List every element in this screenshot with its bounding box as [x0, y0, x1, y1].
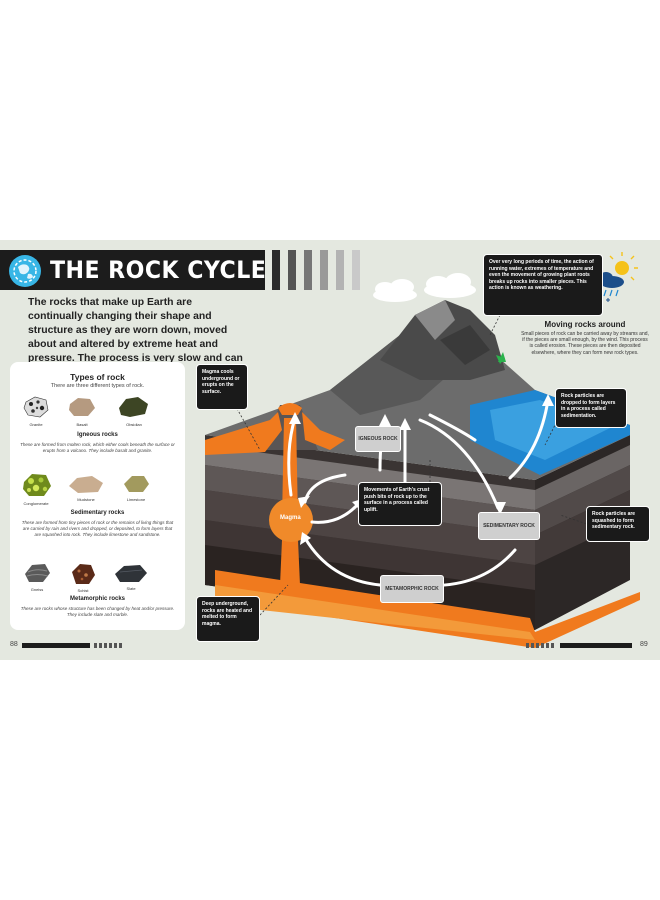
plant-icon	[496, 352, 506, 364]
title-stripes	[272, 250, 392, 290]
schist-rock-image	[72, 564, 95, 584]
rock-label-gneiss: Gneiss	[30, 587, 44, 592]
rock-label-basalt: Basalt	[76, 422, 88, 427]
page-title: THE ROCK CYCLE	[50, 256, 267, 284]
igneous-heading: Igneous rocks	[77, 432, 118, 438]
right-page-number: 89	[640, 641, 648, 648]
obsidian-rock-image	[119, 397, 148, 417]
moving-rocks-heading: Moving rocks around	[544, 320, 626, 329]
types-heading: Types of rock	[70, 372, 125, 382]
title-bar: THE ROCK CYCLE	[0, 250, 267, 290]
rock-label-obsidian: Obsidian	[126, 422, 142, 427]
sedimentary-rock-box: SEDIMENTARY ROCK	[478, 512, 540, 540]
rock-label-conglomerate: Conglomerate	[23, 501, 49, 506]
callout-sedimentation: Rock particles are dropped to form layer…	[555, 388, 627, 428]
rock-label-slate: Slate	[126, 586, 136, 591]
basalt-rock-image	[69, 398, 95, 416]
types-of-rock-panel: Types of rock There are three different …	[10, 362, 185, 630]
metamorphic-description: These are rocks whose structure has been…	[20, 606, 175, 617]
book-spread: THE ROCK CYCLE The rocks that make up Ea…	[0, 240, 660, 660]
footer-bar-right	[560, 643, 632, 648]
callout-weathering: Over very long periods of time, the acti…	[483, 254, 603, 316]
slate-rock-image	[115, 565, 147, 582]
globe-icon	[9, 255, 41, 287]
callout-squashed: Rock particles are squashed to form sedi…	[586, 506, 650, 542]
mudstone-rock-image	[69, 476, 103, 493]
types-subheading: There are three different types of rock.	[50, 383, 145, 389]
footer-bar-left	[22, 643, 90, 648]
rock-label-limestone: Limestone	[126, 497, 146, 502]
callout-magma-cools: Magma cools underground or erupts on the…	[196, 364, 248, 410]
callout-uplift: Movements of Earth's crust push bits of …	[358, 482, 442, 526]
cloud-icon	[373, 273, 476, 302]
metamorphic-rock-box: METAMORPHIC ROCK	[380, 575, 444, 603]
sedimentary-heading: Sedimentary rocks	[70, 510, 125, 516]
sun-icon	[609, 252, 638, 281]
magma-label: Magma	[280, 515, 301, 521]
rock-label-granite: Granite	[29, 422, 43, 427]
conglomerate-rock-image	[23, 474, 51, 496]
igneous-description: These are formed from molten rock, which…	[20, 442, 175, 453]
limestone-rock-image	[124, 476, 149, 492]
left-page-number: 88	[10, 641, 18, 648]
rock-cycle-diagram	[205, 252, 640, 648]
gneiss-rock-image	[25, 564, 50, 582]
moving-rocks-text: Small pieces of rock can be carried away…	[521, 331, 649, 356]
rock-label-mudstone: Mudstone	[77, 497, 95, 502]
sedimentary-description: These are formed from tiny pieces of roc…	[21, 520, 174, 537]
footer-stripes-left	[94, 643, 124, 648]
rock-label-schist: Schist	[77, 588, 89, 593]
footer-stripes-right	[526, 643, 556, 648]
granite-rock-image	[23, 396, 49, 418]
callout-melted: Deep underground, rocks are heated and m…	[196, 596, 260, 642]
metamorphic-heading: Metamorphic rocks	[69, 596, 126, 602]
igneous-rock-box: IGNEOUS ROCK	[355, 426, 401, 452]
